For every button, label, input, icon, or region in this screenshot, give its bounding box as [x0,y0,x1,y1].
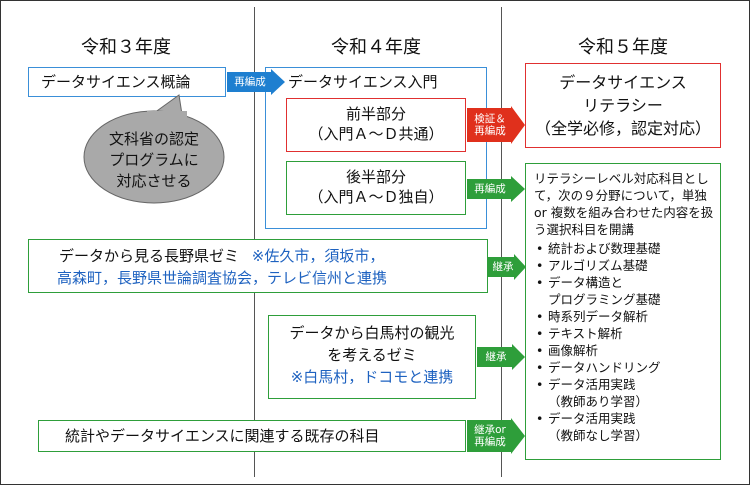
callout-line3: 対応させる [116,172,192,190]
arrow-keisho-or-rehen-label-2: 再編成 [474,436,506,448]
list-item-main: 画像解析 [548,343,599,358]
arrow-keisho-1-label: 継承 [492,261,514,273]
column-divider-2 [501,7,502,477]
callout-bubble [83,94,225,204]
list-item: データ活用実践 （教師なし学習） [536,410,714,444]
list-item-sub: プログラミング基礎 [548,292,661,307]
arrow-keisho-or-rehen-shape [467,418,525,454]
list-item-main: テキスト解析 [548,326,623,341]
list-item-main: データ構造と [548,275,624,290]
r5-literacy-box: データサイエンス リテラシー （全学必修，認定対応） [525,63,721,148]
hakuba-partners-note: ※白馬村，ドコモと連携 [290,368,454,386]
arrow-rehen-2-label: 再編成 [474,183,506,195]
arrow-kensho-rehen-label: 検証＆ 再編成 [467,106,513,144]
list-item: アルゴリズム基礎 [536,257,714,274]
list-item-sub: （教師なし学習） [548,428,649,443]
nagano-line1: データから見る長野県ゼミ ※佐久市，須坂市， [59,245,487,267]
arrow-kensho-rehen: 検証＆ 再編成 [467,106,525,144]
r4-course-label: データサイエンス入門 [288,73,438,91]
list-item-main: データ活用実践 [548,411,636,426]
arrow-keisho-or-rehen-label-1: 継承or [474,424,506,436]
list-item-main: 統計および数理基礎 [548,241,661,256]
second-half-line2: （入門Ａ～Ｄ独自） [308,188,444,206]
second-half-line1: 後半部分 [345,168,406,186]
list-item: 画像解析 [536,342,714,359]
arrow-keisho-1-shape [488,254,526,280]
r5-literacy-line1: データサイエンス [559,73,687,92]
arrow-keisho-or-rehen-label: 継承or 再編成 [467,418,513,454]
arrow-kensho-rehen-label-2: 再編成 [474,125,506,137]
nagano-seminar-title: データから見る長野県ゼミ [59,247,240,265]
list-item-sub: （教師あり学習） [548,394,649,409]
list-item: データハンドリング [536,359,714,376]
list-item-main: 時系列データ解析 [548,309,649,324]
nagano-seminar-box: データから見る長野県ゼミ ※佐久市，須坂市， 高森町，長野県世論調査協会，テレビ… [28,239,488,293]
nagano-partners-note: ※佐久市，須坂市， [251,247,385,265]
arrow-rehen-1: 再編成 [227,69,285,95]
header-r5: 令和５年度 [578,37,668,58]
second-half-box: 後半部分 （入門Ａ～Ｄ独自） [286,161,466,215]
r5-literacy-line2: リテラシー [583,96,663,115]
arrow-rehen-2-shape [467,176,525,202]
callout-line2: プログラムに [109,151,199,169]
arrow-kensho-rehen-shape [467,106,525,144]
hakuba-line1: データから白馬村の観光 [289,324,455,342]
arrow-keisho-2-label: 継承 [485,351,507,363]
hakuba-seminar-box: データから白馬村の観光 を考えるゼミ ※白馬村，ドコモと連携 [268,315,476,399]
existing-courses-label: 統計やデータサイエンスに関連する既存の科目 [65,427,380,445]
r3-course-label: データサイエンス概論 [41,73,191,91]
arrow-rehen-1-shape [227,69,285,95]
first-half-line1: 前半部分 [345,105,406,123]
arrow-keisho-1: 継承 [488,254,526,280]
nagano-partners-note-2: 高森町，長野県世論調査協会，テレビ信州と連携 [57,269,388,287]
list-item: テキスト解析 [536,325,714,342]
callout-line1: 文科省の認定 [108,130,199,148]
first-half-box: 前半部分 （入門Ａ～Ｄ共通） [286,98,466,152]
arrow-rehen-2: 再編成 [467,176,525,202]
list-item: 統計および数理基礎 [536,240,714,257]
existing-courses-box: 統計やデータサイエンスに関連する既存の科目 [38,420,466,452]
list-item-main: データハンドリング [548,360,661,375]
list-item: データ活用実践 （教師あり学習） [536,376,714,410]
arrow-rehen-1-label: 再編成 [234,76,266,88]
r5-literacy-line3: （全学必修，認定対応） [534,119,711,138]
list-item-main: データ活用実践 [548,377,636,392]
callout-text: 文科省の認定 プログラムに 対応させる [91,129,217,192]
arrow-keisho-2-shape [477,344,525,370]
header-r4: 令和４年度 [331,37,421,58]
arrow-keisho-2: 継承 [477,344,525,370]
r5-electives-box: リテラシーレベル対応科目として，次の９分野について，単独 or 複数を組み合わせ… [525,163,721,460]
arrow-kensho-rehen-label-1: 検証＆ [474,113,506,125]
first-half-line2: （入門Ａ～Ｄ共通） [308,125,444,143]
r5-electives-intro: リテラシーレベル対応科目として，次の９分野について，単独 or 複数を組み合わせ… [534,171,714,237]
arrow-keisho-or-rehen: 継承or 再編成 [467,418,525,454]
list-item-main: アルゴリズム基礎 [548,258,648,273]
header-r3: 令和３年度 [81,37,171,58]
hakuba-line2: を考えるゼミ [327,346,417,364]
list-item: 時系列データ解析 [536,308,714,325]
r3-course-box: データサイエンス概論 [28,67,226,97]
